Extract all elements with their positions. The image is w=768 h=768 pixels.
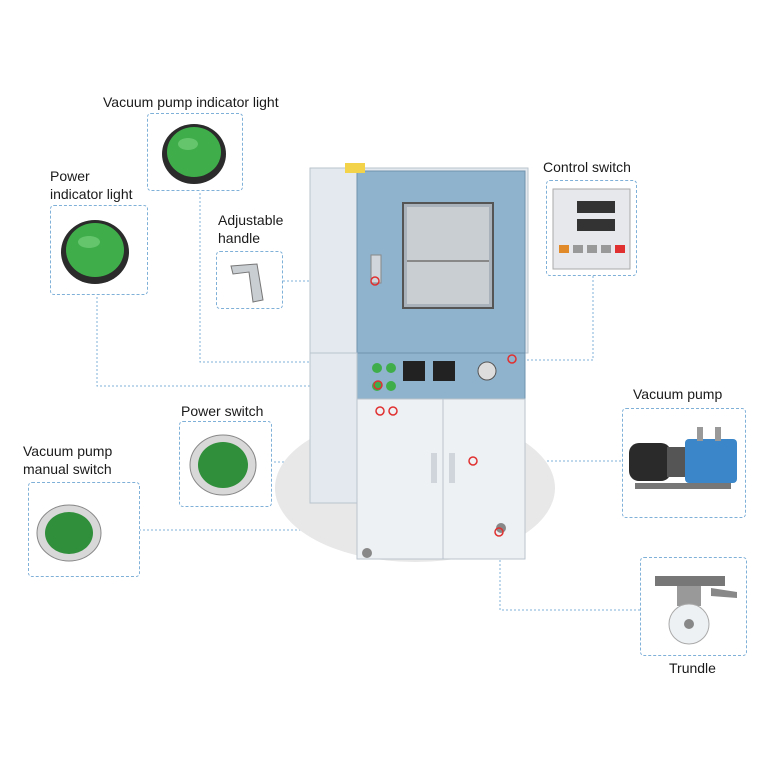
power-indicator-icon <box>61 220 129 284</box>
trundle-label: Trundle <box>669 660 716 676</box>
control-panel-icon <box>552 188 631 270</box>
adjustable-handle-label-line2: handle <box>218 230 261 246</box>
vacuum-pump-label: Vacuum pump <box>633 386 723 402</box>
manual-switch-label-line1: Vacuum pump <box>23 443 113 459</box>
handle-icon <box>230 263 264 303</box>
power-switch-label: Power switch <box>181 403 264 419</box>
adjustable-handle-label-line1: Adjustable <box>218 212 284 228</box>
power-switch-box <box>179 421 272 507</box>
power-indicator-label-line2: indicator light <box>50 186 133 202</box>
trundle-box <box>640 557 747 656</box>
vacuum-pump-icon <box>629 427 737 489</box>
trundle-icon <box>655 576 737 645</box>
power-indicator-label-line1: Power <box>50 168 90 184</box>
control-switch-label: Control switch <box>543 159 631 175</box>
vacuum-pump-indicator-icon <box>162 124 226 184</box>
manual-switch-label-line2: manual switch <box>23 461 112 477</box>
vacuum-pump-indicator-label: Vacuum pump indicator light <box>103 94 279 110</box>
power-switch-icon <box>189 434 257 496</box>
vacuum-pump-indicator-box <box>147 113 243 191</box>
vacuum-pump-box <box>622 408 746 518</box>
manual-switch-box <box>28 482 140 577</box>
power-indicator-box <box>50 205 148 295</box>
control-switch-box <box>546 180 637 276</box>
adjustable-handle-box <box>216 251 283 309</box>
manual-switch-icon <box>36 504 102 562</box>
vacuum-oven-icon <box>309 163 529 560</box>
